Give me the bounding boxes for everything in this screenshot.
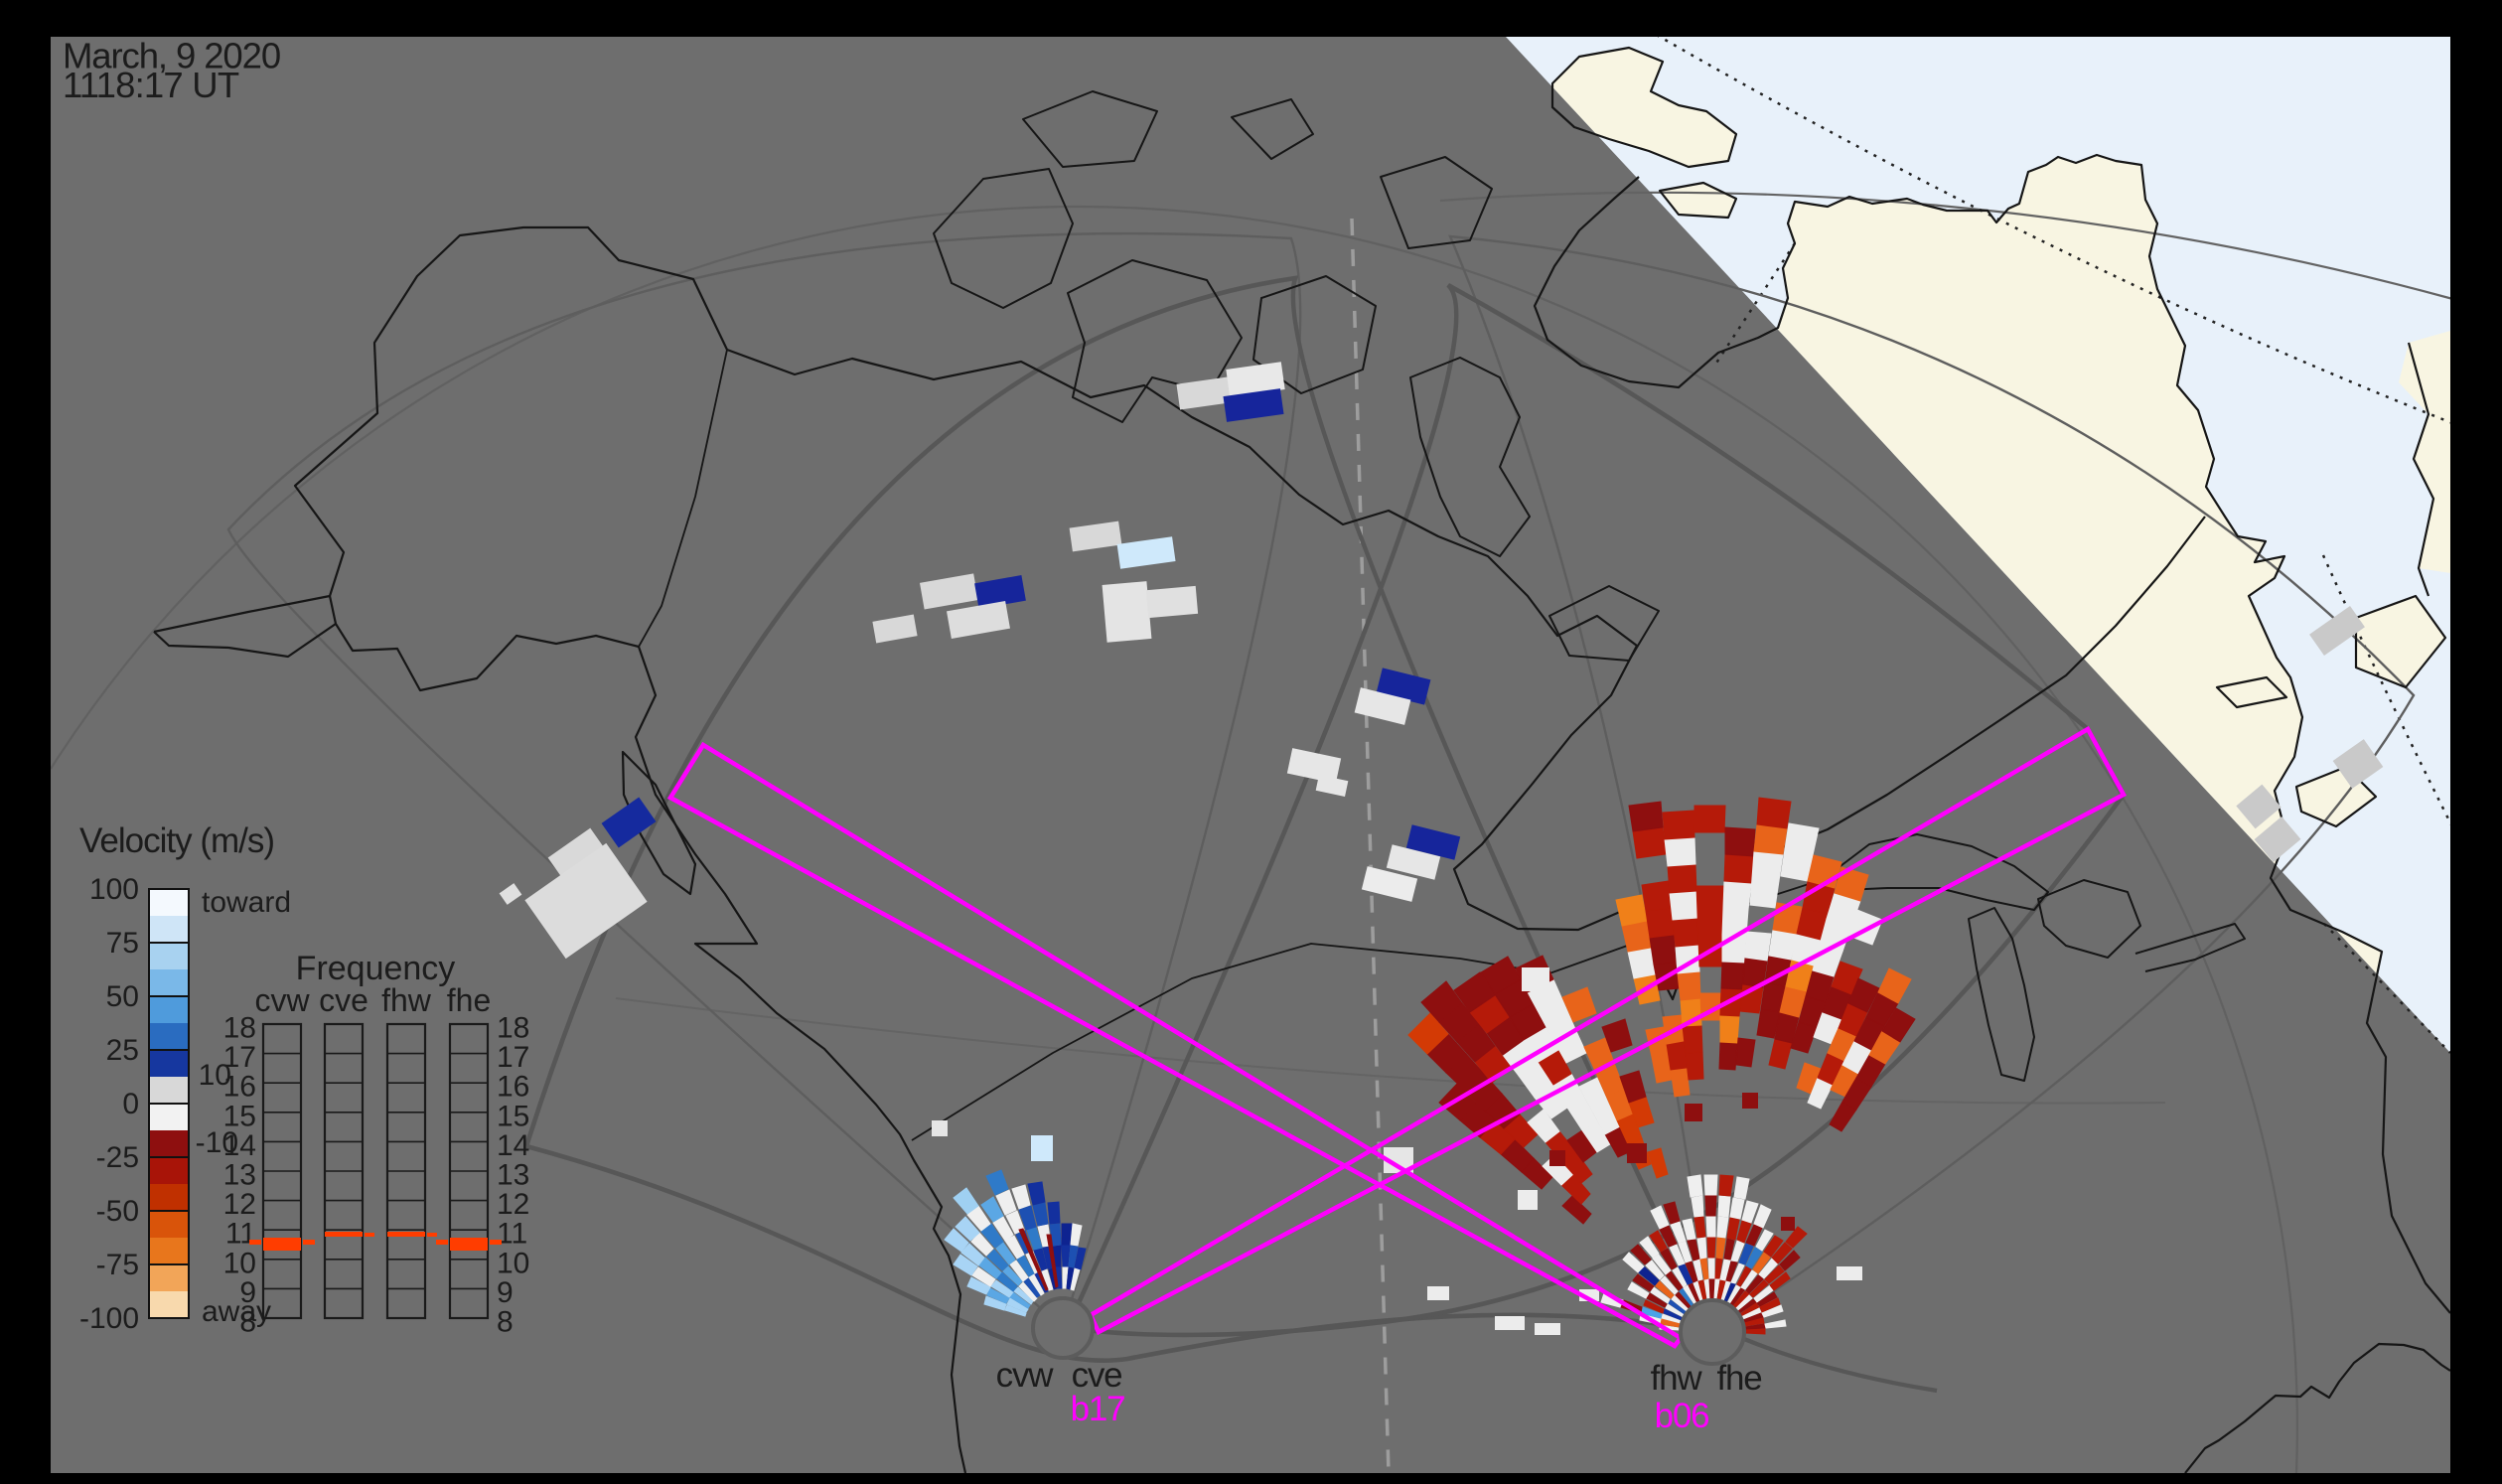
svg-text:10: 10 <box>223 1247 256 1279</box>
svg-text:16: 16 <box>223 1071 256 1104</box>
svg-text:25: 25 <box>106 1034 139 1067</box>
svg-text:Frequency: Frequency <box>296 950 456 987</box>
svg-text:75: 75 <box>106 927 139 960</box>
svg-text:15: 15 <box>497 1100 529 1132</box>
svg-text:16: 16 <box>497 1071 529 1104</box>
svg-text:b06: b06 <box>1655 1397 1709 1435</box>
svg-text:14: 14 <box>497 1129 529 1162</box>
svg-text:9: 9 <box>497 1276 514 1309</box>
svg-text:fhe: fhe <box>1716 1359 1761 1398</box>
svg-text:toward: toward <box>202 886 291 919</box>
svg-text:10: 10 <box>199 1059 231 1092</box>
svg-text:0: 0 <box>122 1088 139 1120</box>
svg-text:fhw: fhw <box>1651 1359 1703 1398</box>
svg-text:fhe: fhe <box>447 982 491 1018</box>
svg-text:-10: -10 <box>196 1126 238 1159</box>
svg-text:cve: cve <box>1072 1356 1122 1395</box>
svg-text:12: 12 <box>497 1188 529 1221</box>
svg-text:15: 15 <box>223 1100 256 1132</box>
svg-text:cve: cve <box>319 982 368 1018</box>
svg-text:10: 10 <box>497 1247 529 1279</box>
svg-text:12: 12 <box>223 1188 256 1221</box>
svg-text:-75: -75 <box>96 1249 139 1281</box>
svg-text:50: 50 <box>106 980 139 1013</box>
svg-text:11: 11 <box>225 1218 256 1251</box>
svg-text:fhw: fhw <box>381 982 432 1018</box>
svg-text:13: 13 <box>223 1159 256 1192</box>
svg-text:13: 13 <box>497 1159 529 1192</box>
svg-text:100: 100 <box>89 873 139 906</box>
svg-text:b17: b17 <box>1071 1390 1125 1428</box>
svg-text:14: 14 <box>223 1129 256 1162</box>
svg-text:-100: -100 <box>79 1302 139 1335</box>
svg-text:11: 11 <box>497 1218 527 1251</box>
svg-text:8: 8 <box>497 1306 514 1339</box>
svg-text:cvw: cvw <box>996 1356 1055 1395</box>
svg-text:17: 17 <box>223 1041 256 1074</box>
svg-text:9: 9 <box>239 1276 256 1309</box>
svg-text:17: 17 <box>497 1041 529 1074</box>
svg-text:-50: -50 <box>96 1195 139 1228</box>
svg-text:18: 18 <box>497 1012 529 1045</box>
svg-text:8: 8 <box>239 1306 256 1339</box>
svg-text:1118:17 UT: 1118:17 UT <box>63 65 239 105</box>
svg-text:cvw: cvw <box>254 982 310 1018</box>
svg-text:Velocity (m/s): Velocity (m/s) <box>79 821 274 860</box>
svg-text:-25: -25 <box>96 1141 139 1174</box>
svg-text:March, 9 2020: March, 9 2020 <box>63 36 280 76</box>
svg-text:18: 18 <box>223 1012 256 1045</box>
svg-text:away: away <box>202 1295 271 1328</box>
